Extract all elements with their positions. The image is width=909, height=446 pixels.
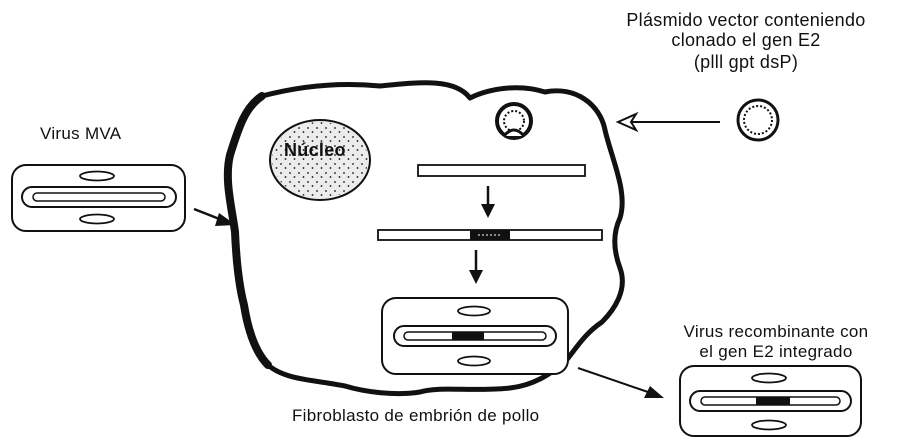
mva-virus: [12, 165, 185, 231]
recombinant-virus-released: [680, 366, 861, 436]
release-arrow-head: [644, 386, 664, 398]
recombinant-label-line2: el gen E2 integrado: [640, 342, 909, 362]
down-arrow-2-head: [469, 270, 483, 284]
down-arrow-1-head: [481, 204, 495, 218]
plasmid-vector: [738, 100, 778, 140]
plasmid-label-line3: (plll gpt dsP): [596, 52, 896, 72]
plasmid-label-line1: Plásmido vector conteniendo: [596, 10, 896, 30]
plasmid-inside-cell: [497, 104, 531, 138]
recombinant-virus-in-cell: [382, 298, 568, 374]
nucleus-label: Núcleo: [284, 140, 346, 160]
nucleus-dots: [272, 122, 368, 198]
plasmid-label-line2: clonado el gen E2: [596, 30, 896, 50]
mva-virus-label: Virus MVA: [40, 124, 121, 144]
release-arrow-line: [578, 368, 648, 392]
cell-label: Fibroblasto de embrión de pollo: [292, 406, 539, 426]
cell-outline-thick: [228, 96, 268, 365]
recombinant-label-line1: Virus recombinante con: [640, 322, 909, 342]
dna-bar-top: [418, 165, 585, 176]
